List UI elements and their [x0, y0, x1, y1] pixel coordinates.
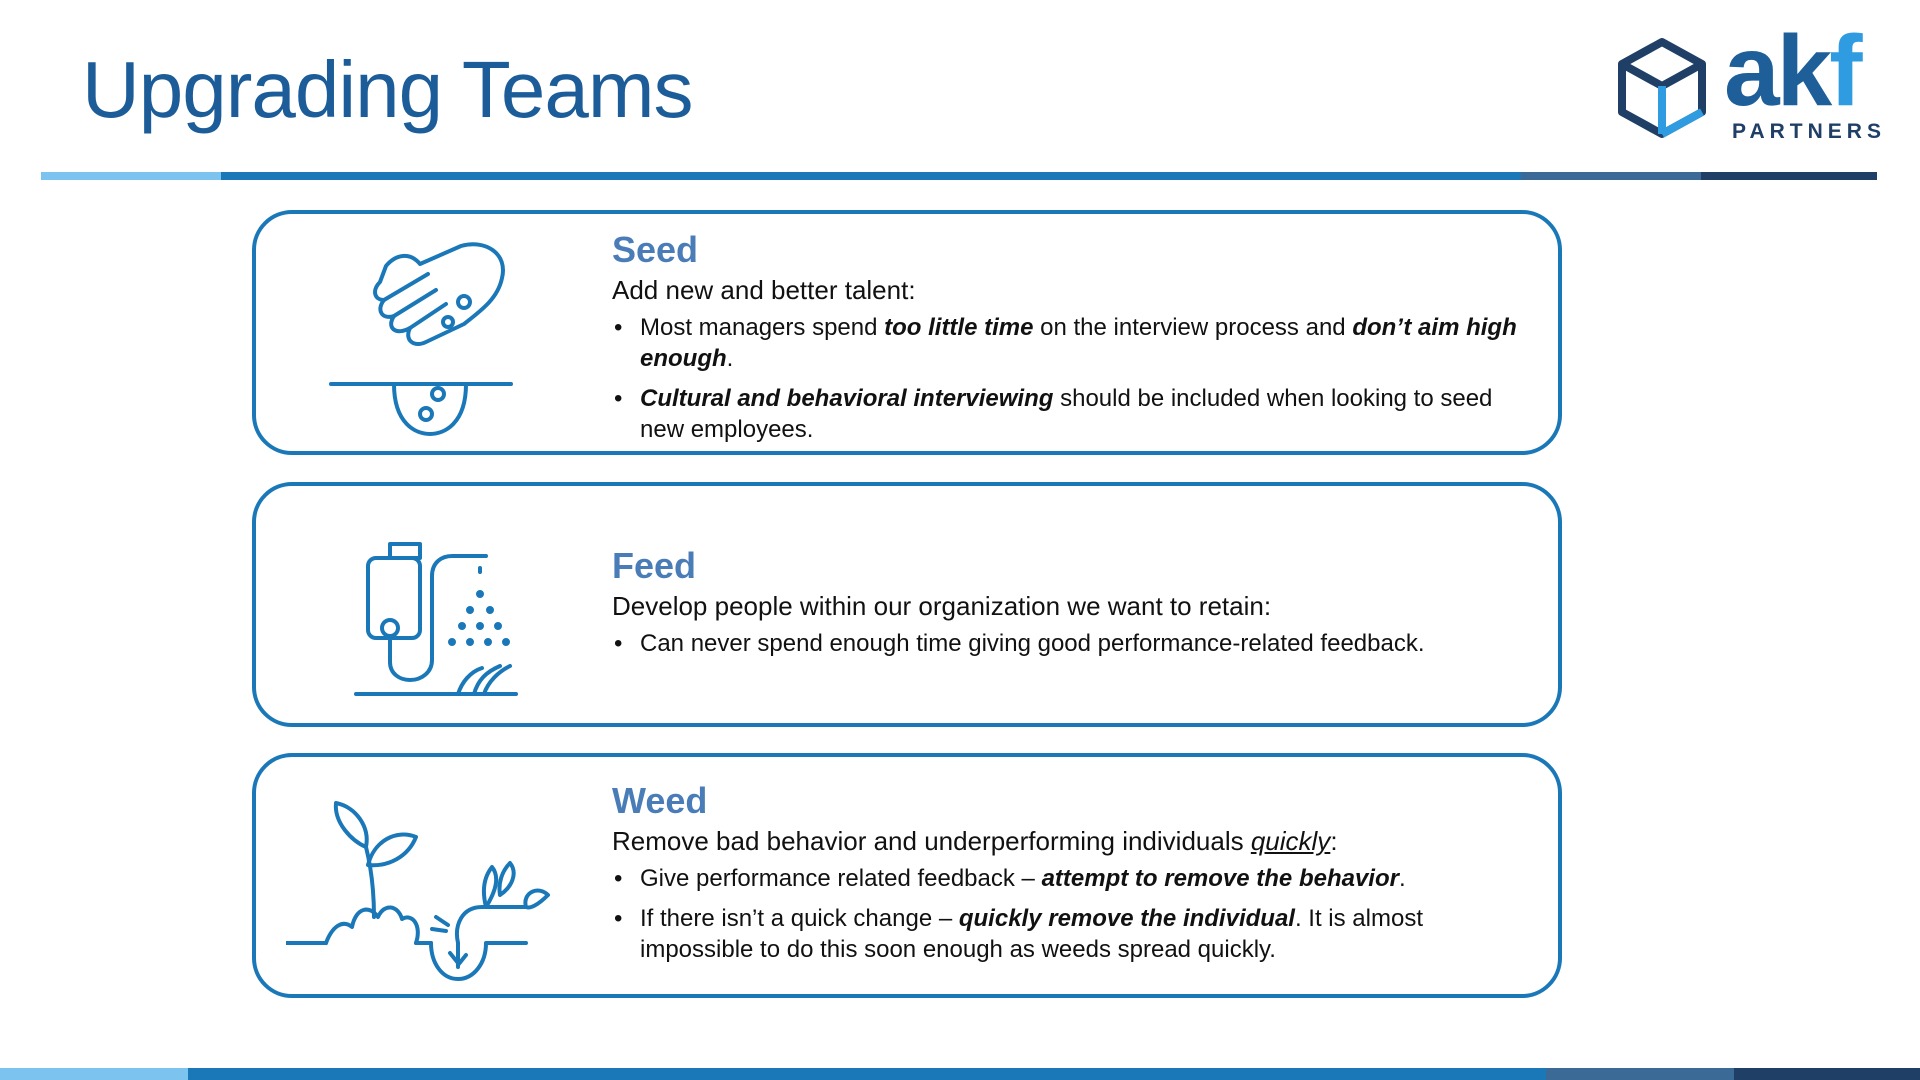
akf-partners-logo: akf PARTNERS — [1612, 15, 1892, 146]
weed-plant-icon — [286, 801, 550, 981]
feed-card: Feed Develop people within our organizat… — [252, 482, 1562, 727]
page-title: Upgrading Teams — [82, 45, 694, 134]
seed-card-lead: Add new and better talent: — [612, 275, 916, 305]
weed-bullets: Give performance related feedback – atte… — [612, 863, 1518, 965]
list-item: Cultural and behavioral interviewing sho… — [612, 383, 1518, 445]
list-item: Give performance related feedback – atte… — [612, 863, 1518, 894]
cube-logo-icon — [1618, 38, 1706, 138]
seed-hand-icon — [329, 242, 513, 436]
feed-card-title: Feed — [612, 545, 697, 586]
feed-card-lead: Develop people within our organization w… — [612, 591, 1272, 621]
logo-subtitle: PARTNERS — [1732, 120, 1886, 143]
weed-card: Weed Remove bad behavior and underperfor… — [252, 753, 1562, 998]
logo-wordmark: akf — [1724, 15, 1863, 127]
seed-card-title: Seed — [612, 229, 699, 270]
weed-card-title: Weed — [612, 780, 708, 821]
weed-card-body: Weed Remove bad behavior and underperfor… — [612, 779, 1518, 974]
list-item: Can never spend enough time giving good … — [612, 628, 1518, 659]
watering-can-icon — [354, 542, 518, 696]
header-rule — [41, 172, 1877, 180]
weed-card-lead: Remove bad behavior and underperforming … — [612, 826, 1338, 856]
footer-bar — [0, 1068, 1920, 1080]
feed-card-body: Feed Develop people within our organizat… — [612, 544, 1518, 668]
seed-card: Seed Add new and better talent: Most man… — [252, 210, 1562, 455]
feed-bullets: Can never spend enough time giving good … — [612, 628, 1518, 659]
list-item: If there isn’t a quick change – quickly … — [612, 903, 1518, 965]
seed-bullets: Most managers spend too little time on t… — [612, 312, 1518, 445]
seed-card-body: Seed Add new and better talent: Most man… — [612, 228, 1518, 454]
list-item: Most managers spend too little time on t… — [612, 312, 1518, 374]
